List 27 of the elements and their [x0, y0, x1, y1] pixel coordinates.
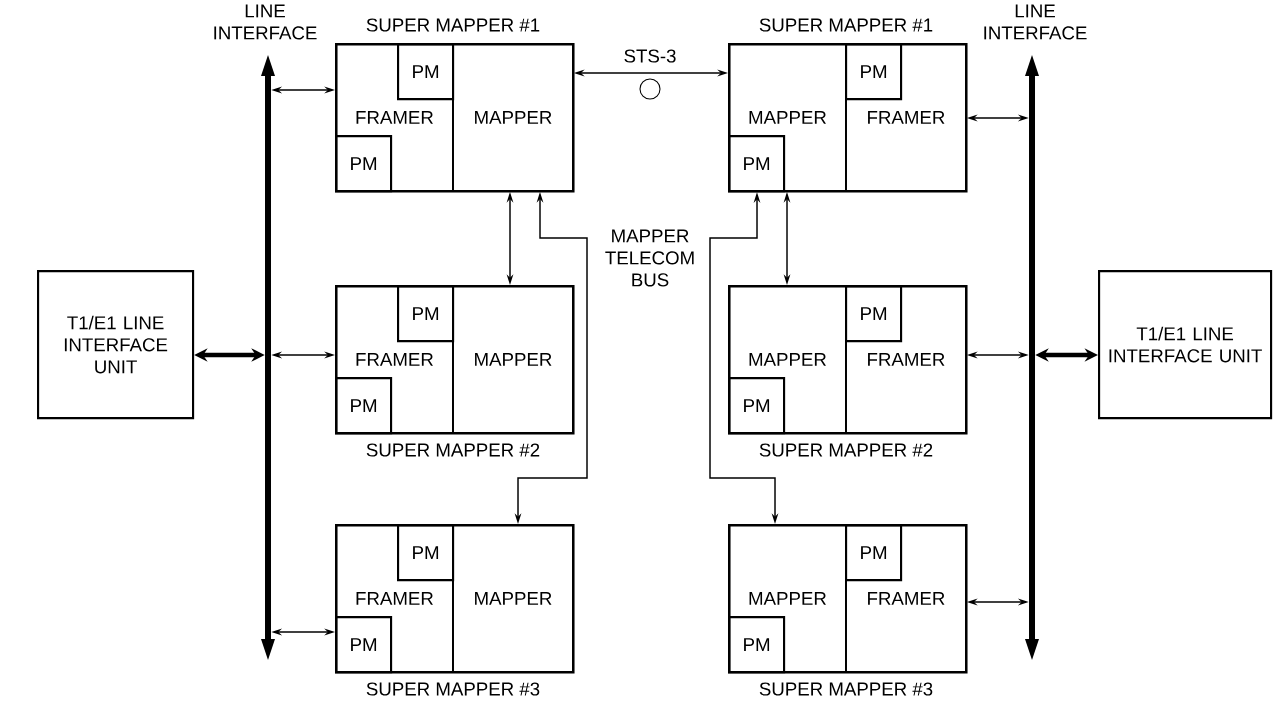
pm-box: PM: [335, 377, 393, 435]
block-box: MAPPER: [452, 43, 574, 192]
unit-box: T1/E1 LINE INTERFACE UNIT: [1098, 270, 1273, 420]
block-box: MAPPER: [452, 524, 574, 673]
box-title: SUPER MAPPER #3: [759, 682, 933, 696]
box-title: SUPER MAPPER #1: [366, 18, 540, 32]
box-title: SUPER MAPPER #3: [366, 682, 540, 696]
pm-box: PM: [397, 43, 455, 101]
pm-box: PM: [845, 43, 903, 101]
pm-box: PM: [845, 285, 903, 343]
bus-label: LINE INTERFACE: [984, 4, 1087, 40]
box-title: SUPER MAPPER #2: [366, 443, 540, 457]
box-title: SUPER MAPPER #2: [759, 443, 933, 457]
unit-box: T1/E1 LINE INTERFACE UNIT: [37, 270, 195, 420]
pm-box: PM: [335, 135, 393, 193]
edge-label: STS-3: [622, 48, 678, 64]
box-title: SUPER MAPPER #1: [759, 18, 933, 32]
bus-label: LINE INTERFACE: [214, 4, 317, 40]
bus-label: MAPPER TELECOM BUS: [605, 229, 694, 287]
pm-box: PM: [728, 135, 786, 193]
pm-box: PM: [397, 285, 455, 343]
block-box: MAPPER: [452, 285, 574, 434]
pm-box: PM: [335, 616, 393, 674]
pm-box: PM: [397, 524, 455, 582]
pm-box: PM: [728, 616, 786, 674]
pm-box: PM: [728, 377, 786, 435]
pm-box: PM: [845, 524, 903, 582]
